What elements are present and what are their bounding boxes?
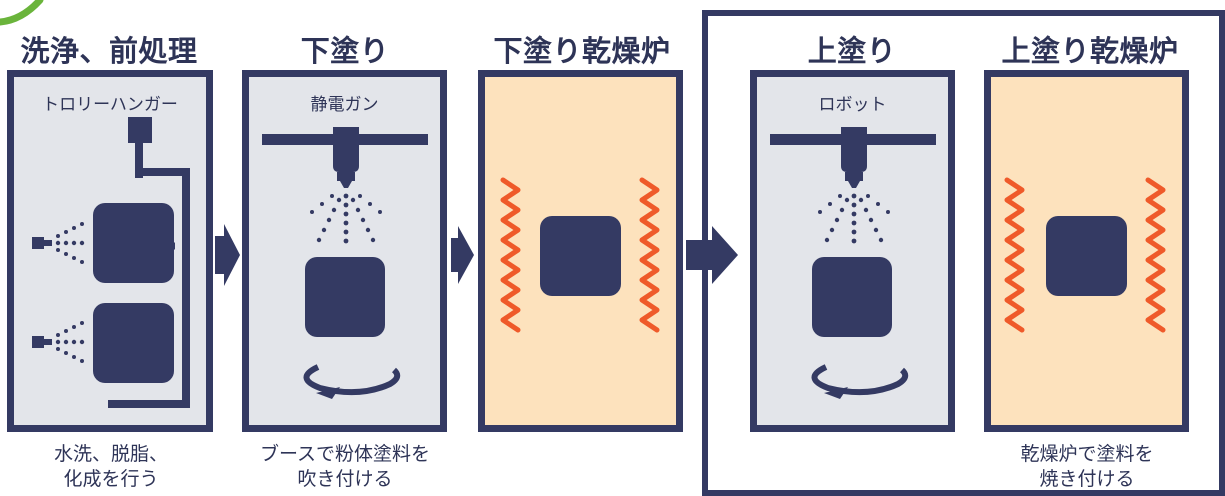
caption-line: 化成を行う — [63, 468, 159, 490]
caption-line: 水洗、脱脂、 — [53, 443, 168, 465]
step-title-topcoat: 上塗り — [807, 34, 897, 68]
caption-line: 乾燥炉で塗料を — [1020, 443, 1154, 465]
workpiece-upper — [93, 203, 174, 283]
caption-topcoat-oven: 乾燥炉で塗料を 焼き付ける — [976, 442, 1198, 492]
step-title-basecoat: 下塗り — [300, 34, 390, 68]
panel-topcoat — [750, 70, 955, 432]
powder-spray-icon — [310, 193, 382, 244]
right-arrow-icon — [686, 226, 738, 284]
workpiece-lower — [93, 303, 174, 383]
step-title-basecoat-oven: 下塗り乾燥炉 — [493, 34, 671, 68]
spray-nozzle-icon — [32, 321, 85, 363]
step-title-pretreatment: 洗浄、前処理 — [20, 34, 198, 68]
caption-line: 吹き付ける — [297, 468, 393, 490]
caption-line: 焼き付ける — [1039, 468, 1135, 490]
caption-line: ブースで粉体塗料を — [259, 443, 431, 465]
spray-nozzle-icon — [32, 222, 85, 264]
workpiece — [540, 216, 621, 296]
trolley-hanger-label: トロリーハンガー — [42, 95, 178, 115]
robot-label: ロボット — [818, 95, 887, 115]
rotation-arrow-icon — [811, 364, 909, 399]
step-title-topcoat-oven: 上塗り乾燥炉 — [1001, 34, 1179, 68]
heat-wave-icon — [500, 177, 521, 333]
caption-basecoat: ブースで粉体塗料を 吹き付ける — [232, 442, 458, 492]
heat-wave-icon — [1145, 177, 1166, 333]
rotation-arrow-icon — [303, 364, 401, 399]
heat-wave-icon — [639, 177, 660, 333]
right-arrow-icon — [215, 224, 240, 286]
spray-gun-icon — [770, 127, 936, 188]
heat-wave-icon — [1004, 177, 1025, 333]
workpiece — [305, 257, 385, 337]
spray-gun-icon — [262, 127, 428, 188]
electrostatic-gun-label: 静電ガン — [310, 95, 379, 115]
workpiece — [812, 257, 892, 337]
right-arrow-icon — [451, 226, 474, 284]
workpiece — [1046, 216, 1127, 296]
powder-spray-icon — [818, 193, 890, 244]
accent-arc-icon — [0, 0, 44, 26]
caption-pretreatment: 水洗、脱脂、 化成を行う — [0, 442, 222, 492]
